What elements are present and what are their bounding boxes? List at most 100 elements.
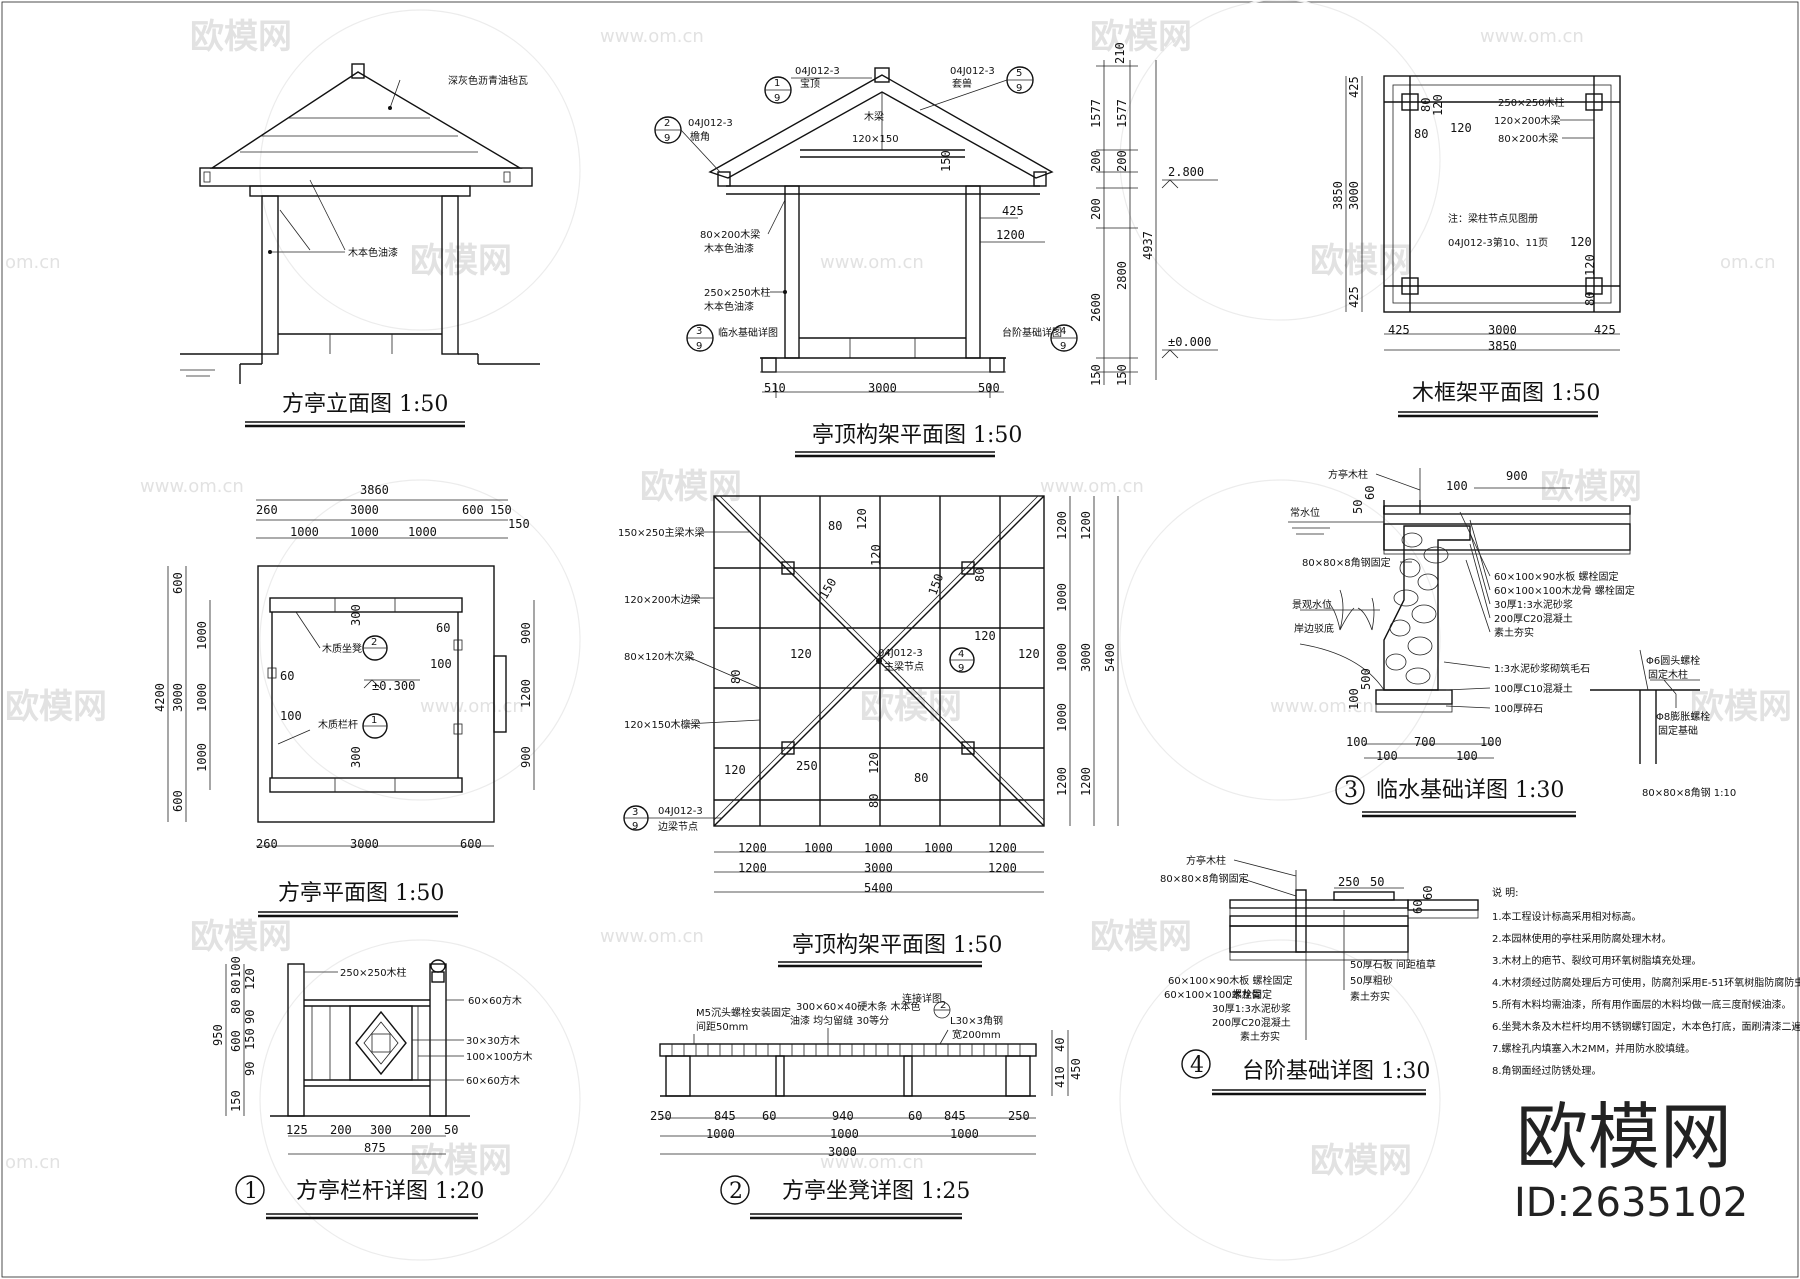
rp-l1: 150×250主梁木梁 [618,526,705,539]
rl-h300: 300 [370,1123,392,1137]
fr-v3850: 3850 [1331,181,1345,210]
rl-v600: 600 [229,1030,243,1052]
rl-h875: 875 [364,1141,386,1155]
wm-logo-6: 欧模网 [1540,467,1642,507]
rs-h200a: 200 [1089,150,1103,172]
wm-site-1: www.om.cn [600,26,704,47]
rp-s120d: 120 [974,629,996,643]
waterside-foundation-detail: 方亭木柱 常水位 80×80×8角钢固定 景观水位 岸边驳底 60×100×90… [1288,468,1736,818]
rl-h50: 50 [444,1123,458,1137]
st-l5: 200厚C20混凝土 [1212,1016,1291,1029]
wt-d100e: 100 [1446,479,1468,493]
fr-s120b: 120 [1431,94,1445,116]
plan-v1000a: 1000 [195,621,209,650]
notes-title: 说 明: [1492,886,1519,899]
plan-v600b: 600 [171,790,185,812]
wm-site-8: www.om.cn [420,696,524,717]
wm-logo-12: 欧模网 [410,1141,512,1181]
wt-d100d: 100 [1456,749,1478,763]
pavilion-elevation: 深灰色沥青油毡瓦 木本色油漆 方亭立面图 1:50 [180,63,540,428]
rs-col: 250×250木柱 [704,286,771,299]
rp-c4-bot: 9 [958,663,964,674]
note-8: 8.角钢面经过防锈处理。 [1492,1064,1602,1077]
rp-ref2: 04J012-3 [658,806,703,817]
ref-c5-bot: 9 [1016,83,1022,94]
plan-d150: 150 [490,503,512,517]
title-roof-sec: 亭顶构架平面图 1:50 [812,423,1022,448]
rs-h150a: 150 [1089,364,1103,386]
note-4: 4.木材须经过防腐处理后方可使用，防腐剂采用E-51环氧树脂防腐防虫。 [1492,976,1800,989]
plan-d600: 600 [462,503,484,517]
bn-t1: M5沉头螺栓安装固定 [696,1006,791,1019]
wt-r3: 30厚1:3水泥砂浆 [1494,598,1573,611]
fr-d3000: 3000 [1488,323,1517,337]
st-l3: 螺栓固定 [1232,988,1272,1001]
note-5: 5.所有木料均需油漆，所有用作面层的木料均做一底三度耐候油漆。 [1492,998,1792,1011]
rs-lv2: ±0.000 [1168,335,1211,349]
st-r1: 50厚石板 间距植草 [1350,958,1436,971]
roof-section: 1 9 04J012-3 宝顶 5 9 04J012-3 套兽 2 9 04J0… [654,42,1218,458]
rs-h4937: 4937 [1141,231,1155,260]
rp-v1200b: 1200 [1055,767,1069,796]
plan-s300b: 300 [349,746,363,768]
bn-h940: 940 [832,1109,854,1123]
rp-h5400: 5400 [864,881,893,895]
fr-s80b: 80 [1414,127,1428,141]
rp-s80d: 80 [914,771,928,785]
title-bench: 方亭坐凳详图 1:25 [782,1179,970,1204]
rs-b80: 80×200木梁 [700,228,760,241]
rp-s120b: 120 [869,544,883,566]
rl-v150b: 150 [229,1090,243,1112]
title-water: 临水基础详图 1:30 [1376,778,1564,803]
rl-v100: 100 [229,956,243,978]
rp-h2-1200b: 1200 [988,861,1017,875]
bn-h3000: 3000 [828,1145,857,1159]
bn-t4b: 宽200mm [952,1028,1001,1041]
wt-t1: 常水位 [1290,506,1320,519]
rs-beam: 木梁 [864,110,884,123]
rp-s80b: 80 [973,568,987,582]
elev-roof-label: 深灰色沥青油毡瓦 [448,74,528,87]
st-l1: 60×100×90木板 螺栓固定 [1168,974,1292,987]
bn-circle: 2 [729,1179,743,1204]
ref-c1-bot: 9 [774,93,780,104]
plan-b600: 600 [460,837,482,851]
rp-l2: 120×200木边梁 [624,593,701,606]
rs-ref2: 04J012-3 [688,118,733,129]
bn-c2: 2 [940,1000,946,1011]
wt-circle: 3 [1344,778,1358,803]
title-rail: 方亭栏杆详图 1:20 [296,1179,484,1204]
plan-d3860: 3860 [360,483,389,497]
plan-d150b: 150 [508,517,530,531]
wt-bolt3: Φ8膨胀螺栓 [1656,710,1710,723]
wt-r8: 100厚碎石 [1494,702,1543,715]
rs-ref3: 04J012-3 [950,66,995,77]
plan-d3000: 3000 [350,503,379,517]
wm-logo-9: 欧模网 [1690,687,1792,727]
bn-h1000b: 1000 [830,1127,859,1141]
rs-h200b: 200 [1115,150,1129,172]
rl-circle: 1 [244,1179,258,1204]
rs-h1577b: 1577 [1115,99,1129,128]
wm-site-10: www.om.cn [600,926,704,947]
fr-d425a: 425 [1388,323,1410,337]
rp-v2-3000: 3000 [1079,643,1093,672]
rp-v2-1200b: 1200 [1079,767,1093,796]
rs-h1577a: 1577 [1089,99,1103,128]
plan-lv: ±0.300 [372,679,415,693]
rp-c4-top: 4 [958,649,964,660]
bn-v450: 450 [1069,1058,1083,1080]
rp-v2-1200a: 1200 [1079,511,1093,540]
wt-r7: 100厚C10混凝土 [1494,682,1573,695]
bn-h1000a: 1000 [706,1127,735,1141]
elev-col-label: 木本色油漆 [348,246,398,259]
fr-s120d: 120 [1583,254,1597,276]
bn-v40: 40 [1053,1038,1067,1052]
bn-h60a: 60 [762,1109,776,1123]
wm-site-3: om.cn [5,252,61,273]
st-v60: 60 [1411,900,1425,914]
wt-d900: 900 [1506,469,1528,483]
rp-s120g: 120 [867,752,881,774]
fr-s80: 80 [1419,98,1433,112]
rs-h150b: 150 [1115,364,1129,386]
